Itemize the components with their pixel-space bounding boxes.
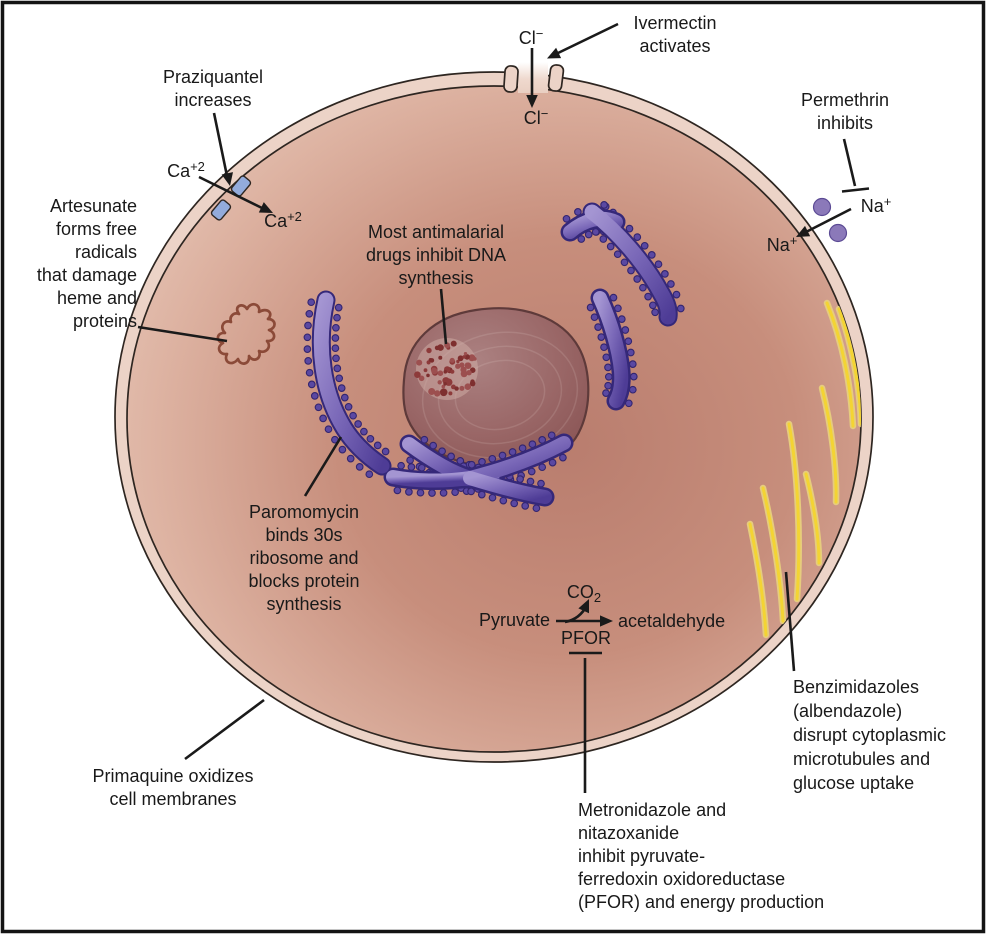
nucleus	[402, 307, 590, 470]
artesunate-pointer	[137, 325, 228, 343]
heme-protein-squiggle	[216, 302, 276, 365]
label-permethrin: Permethrin inhibits	[800, 90, 890, 133]
label-metronidazole: Metronidazole and nitazoxanide inhibit p…	[578, 800, 825, 912]
paromomycin-pointer	[303, 436, 343, 497]
label-antimalarial: Most antimalarial drugs inhibit DNA synt…	[365, 222, 507, 288]
label-primaquine: Primaquine oxidizes cell membranes	[92, 766, 254, 809]
sodium-channel-dots	[812, 197, 848, 243]
annotation-lines	[137, 22, 870, 793]
primaquine-pointer	[184, 698, 265, 761]
label-co2: CO2	[566, 582, 602, 605]
label-ca-outside: Ca+2	[167, 159, 205, 181]
ivermectin-arrow	[556, 22, 619, 55]
label-pyruvate: Pyruvate	[478, 610, 550, 630]
chloride-channel	[503, 62, 565, 93]
label-na-outside: Na+	[860, 194, 892, 216]
antimalarial-pointer	[439, 288, 448, 345]
sodium-entry-arrow	[805, 207, 852, 234]
label-ca-inside: Ca+2	[264, 209, 302, 231]
praziquantel-arrow	[212, 112, 229, 177]
label-cl-outside: Cl−	[518, 26, 544, 48]
microtubules	[746, 299, 861, 639]
dna-nucleolus-dots	[414, 340, 477, 397]
rough-er	[311, 202, 678, 507]
calcium-entry-arrow	[198, 175, 263, 210]
label-benzimidazoles: Benzimidazoles (albendazole) disrupt cyt…	[793, 677, 947, 793]
label-paromomycin: Paromomycin binds 30s ribosome and block…	[248, 502, 360, 614]
label-acetaldehyde: acetaldehyde	[618, 611, 726, 631]
label-pfor: PFOR	[560, 628, 612, 648]
label-na-inside: Na+	[766, 233, 798, 255]
permethrin-inhibit-line	[842, 138, 857, 187]
label-cl-inside: Cl−	[523, 106, 549, 128]
label-artesunate: Artesunate forms free radicals that dama…	[36, 196, 137, 331]
label-ivermectin: Ivermectin activates	[633, 13, 717, 56]
benzimidazole-pointer	[784, 571, 796, 672]
label-praziquantel: Praziquantel increases	[162, 67, 264, 110]
